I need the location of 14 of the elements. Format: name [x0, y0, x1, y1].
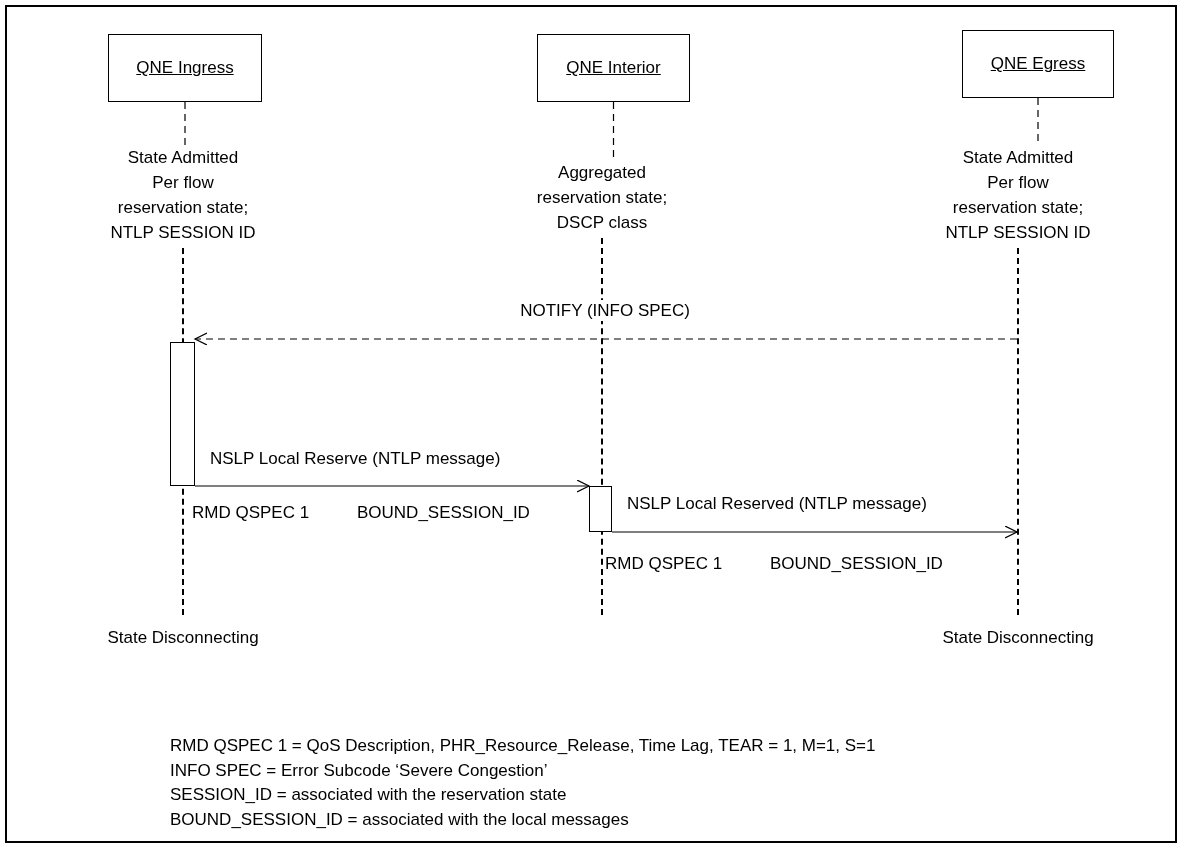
participant-name: QNE Ingress [136, 57, 234, 80]
message-arrow [194, 332, 1018, 346]
message-arrow [611, 525, 1018, 539]
participant-box [962, 30, 1114, 98]
edge-label: NOTIFY (INFO SPEC) [520, 300, 690, 322]
participant-box [108, 34, 262, 102]
lifeline-segment [184, 101, 186, 146]
activation-bar [589, 486, 612, 532]
activation-bar [170, 342, 195, 486]
message-arrow [194, 479, 590, 493]
participant-box [537, 34, 690, 102]
participant-name: QNE Egress [990, 53, 1086, 76]
lifeline [1017, 248, 1019, 615]
participant-name: QNE Interior [566, 57, 661, 80]
